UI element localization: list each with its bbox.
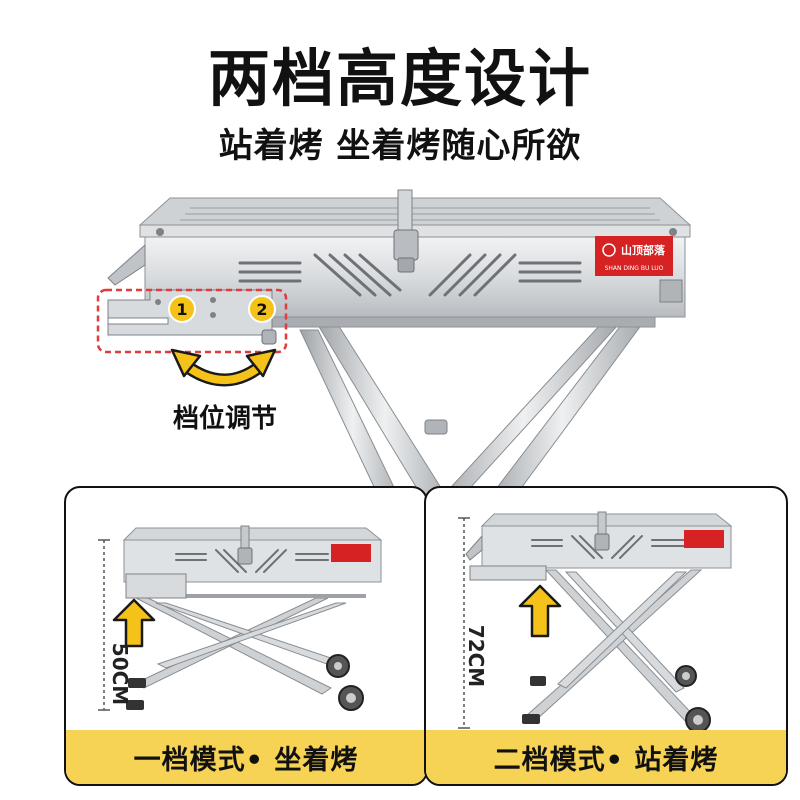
mode-panel-high: 72CM 二档模式• 站着烤 — [424, 486, 788, 786]
gear-badge-2-text: 2 — [256, 300, 267, 319]
brand-name-en: SHAN DING BU LUO — [605, 265, 664, 272]
grill-drawing: 山顶部落 SHAN DING BU LUO 1 2 — [96, 189, 692, 510]
x-legs — [299, 319, 646, 510]
height-label-low: 50CM — [108, 642, 132, 706]
up-arrow-icon — [112, 598, 156, 648]
gear-badge-1-text: 1 — [176, 300, 187, 319]
gear-badge-2: 2 — [248, 295, 276, 323]
up-arrow-icon — [518, 584, 562, 638]
high-grill-drawing — [458, 511, 733, 733]
mode-caption-high: 二档模式• 站着烤 — [426, 730, 786, 784]
gear-highlight-frame — [96, 288, 288, 354]
low-grill-drawing — [98, 525, 383, 711]
mode-caption-low: 一档模式• 坐着烤 — [66, 730, 426, 784]
height-label-high: 72CM — [464, 624, 488, 688]
brand-badge: 山顶部落 SHAN DING BU LUO — [595, 236, 673, 276]
gear-adjust-label: 档位调节 — [172, 404, 277, 434]
page-title: 两档高度设计 — [207, 42, 592, 115]
gear-badge-1: 1 — [168, 295, 196, 323]
page-subtitle: 站着烤 坐着烤随心所欲 — [218, 126, 582, 166]
hero-grill-illustration: 山顶部落 SHAN DING BU LUO 1 2 — [0, 170, 800, 510]
mode-panel-low: 50CM 一档模式• 坐着烤 — [64, 486, 428, 786]
brand-name-cn: 山顶部落 — [621, 243, 666, 257]
double-arrow-icon — [170, 348, 277, 387]
